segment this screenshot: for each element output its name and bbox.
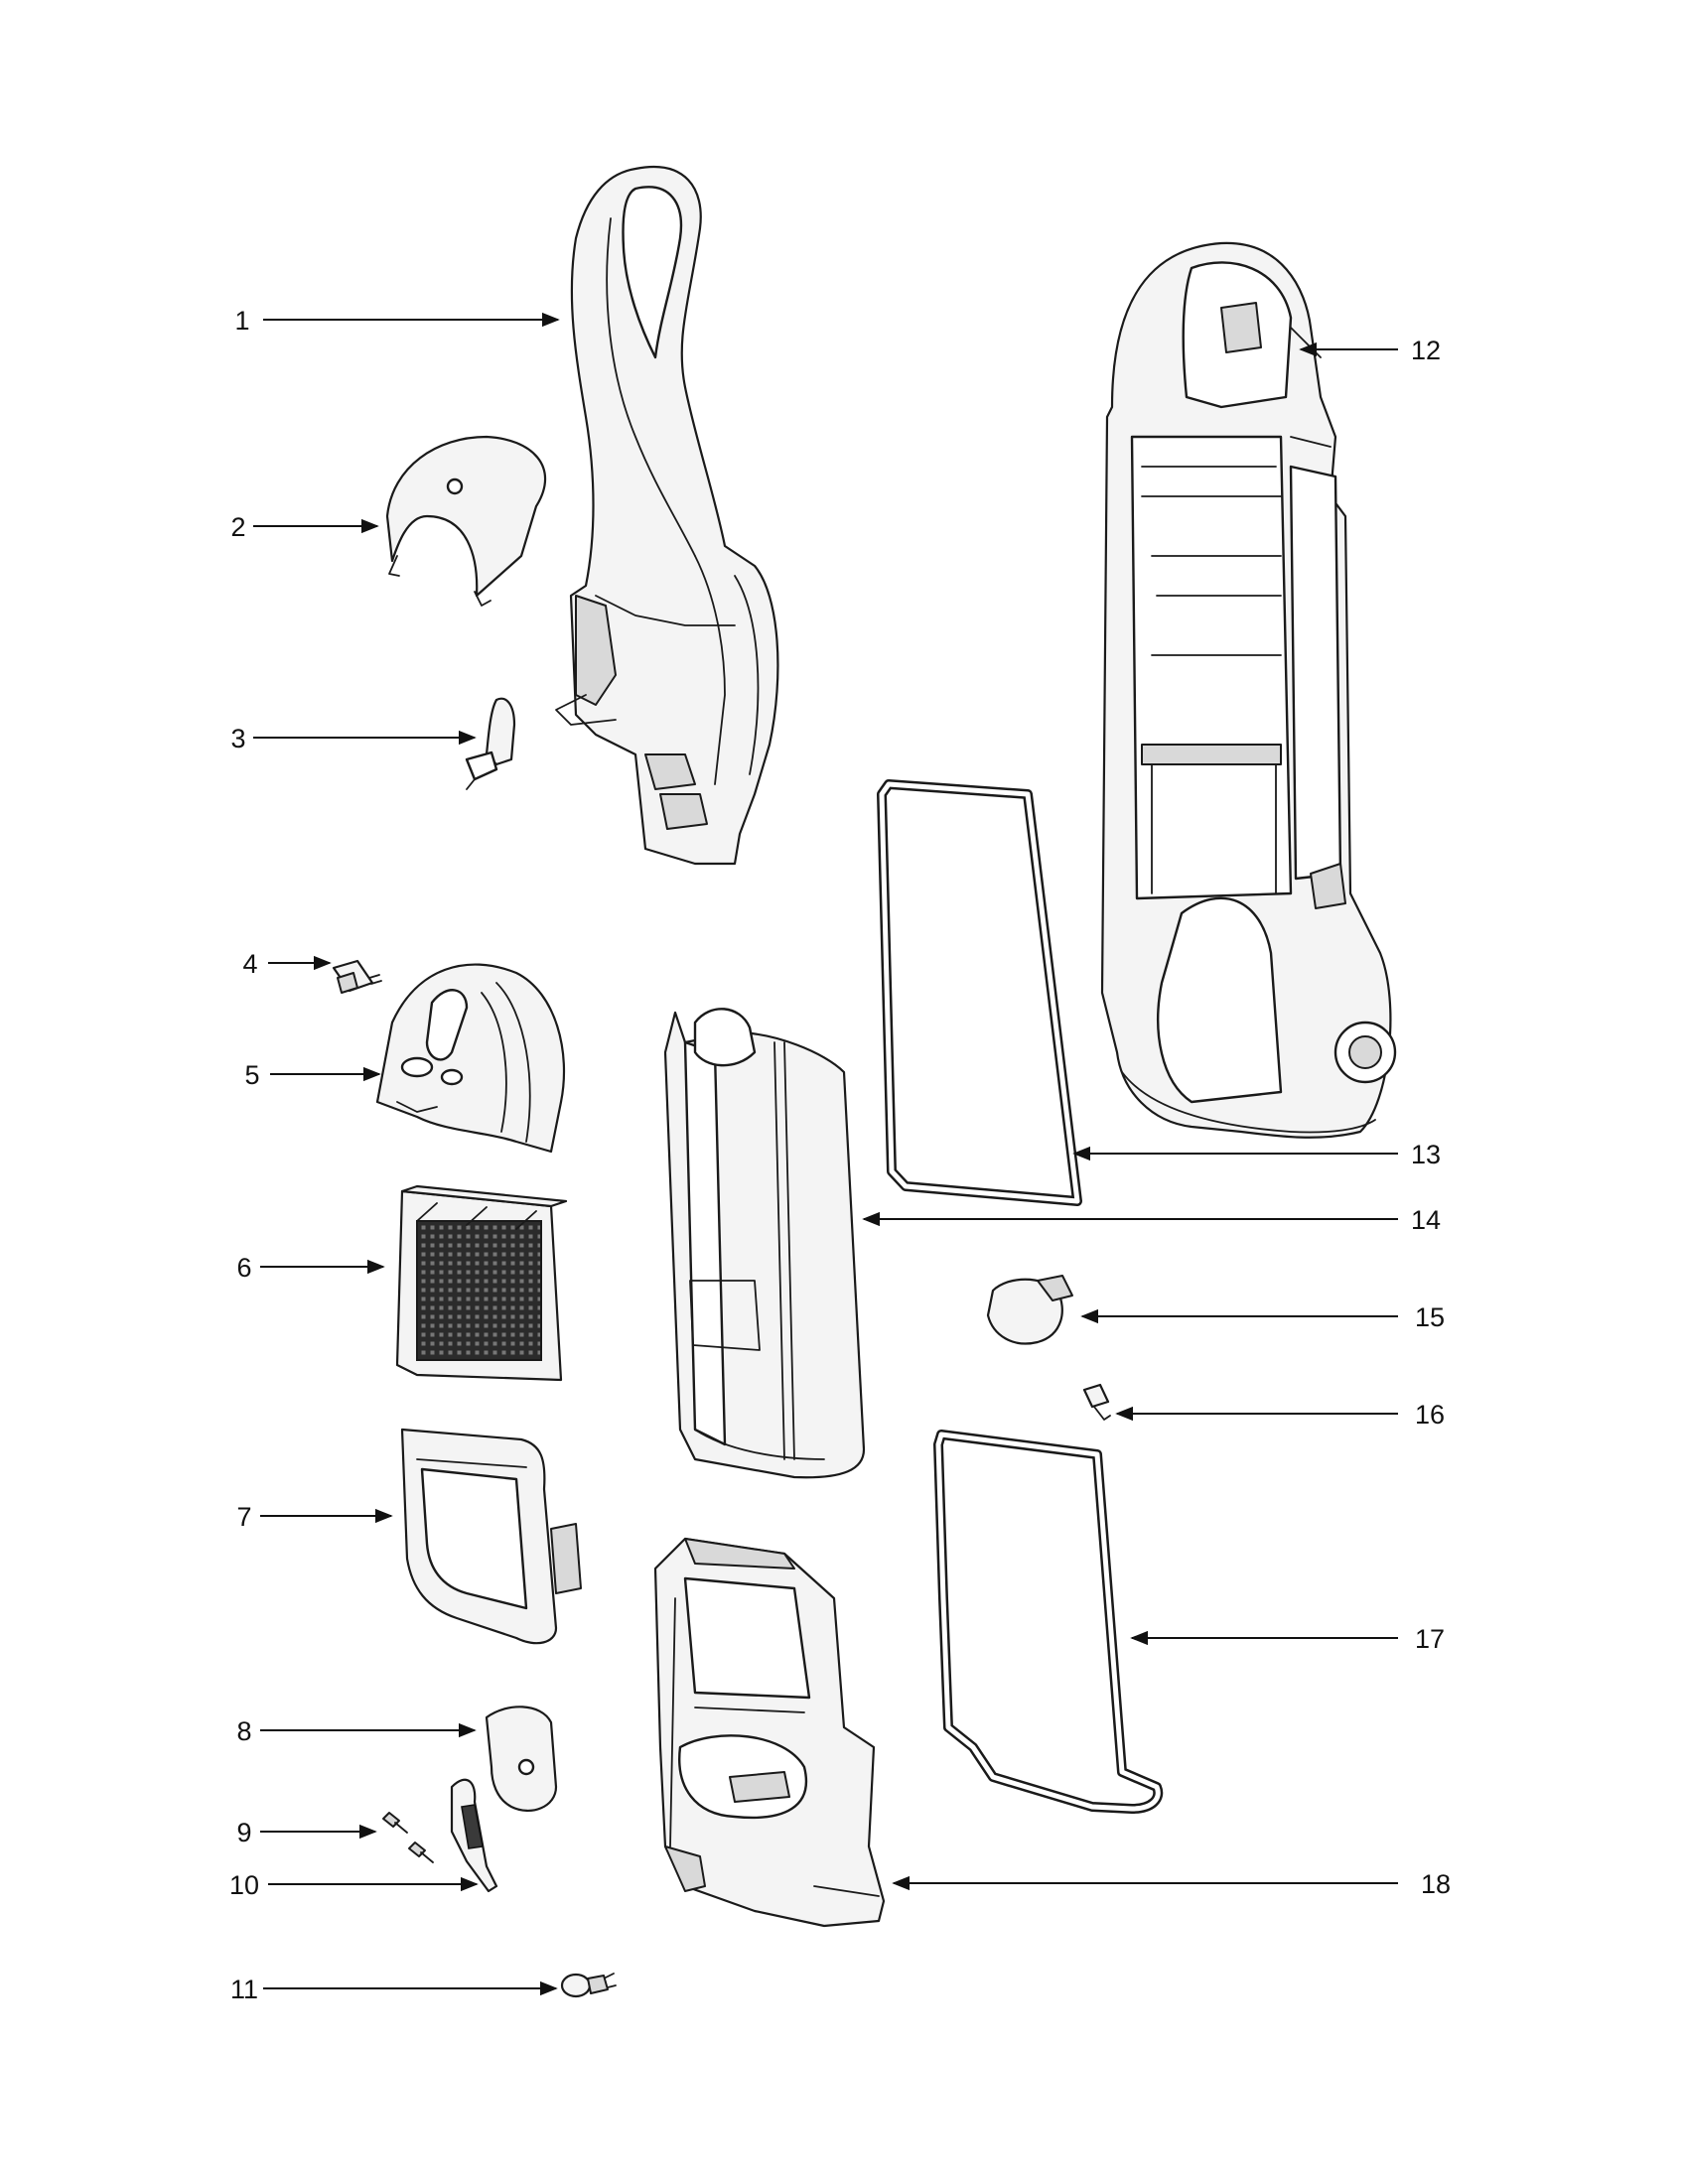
callout-2: 2 (230, 512, 245, 542)
part-13-gasket (877, 779, 1082, 1206)
callout-15: 15 (1415, 1302, 1445, 1332)
callout-7: 7 (236, 1502, 251, 1532)
part-6-filter (395, 1184, 568, 1382)
part-1-handle (555, 166, 779, 866)
part-16-clip (1082, 1383, 1111, 1421)
part-17-seal (933, 1430, 1164, 1814)
callout-11: 11 (230, 1975, 258, 2004)
part-7-frame (400, 1428, 582, 1645)
part-3-latch (465, 697, 516, 790)
part-12-housing (1100, 241, 1397, 1139)
callout-13: 13 (1411, 1140, 1441, 1169)
callout-16: 16 (1415, 1400, 1445, 1430)
callout-8: 8 (236, 1716, 251, 1746)
callout-6: 6 (236, 1253, 251, 1283)
part-14-panel (663, 1008, 866, 1479)
callout-17: 17 (1415, 1624, 1445, 1654)
callout-1: 1 (234, 306, 249, 336)
part-2-cover (385, 435, 547, 607)
part-5-side-cover (375, 963, 566, 1154)
callout-18: 18 (1421, 1869, 1451, 1899)
part-4-switch (332, 959, 382, 994)
callout-labels: 1 2 3 4 5 6 7 8 9 10 11 12 13 14 15 16 1… (229, 306, 1451, 2004)
part-15-button (986, 1275, 1073, 1345)
callout-10: 10 (229, 1870, 259, 1900)
part-10-pedal (450, 1778, 498, 1893)
leader-lines (253, 312, 1398, 1996)
part-8-cap (485, 1706, 558, 1812)
part-11-bulb (560, 1973, 617, 1998)
callout-14: 14 (1411, 1205, 1441, 1235)
callout-5: 5 (244, 1060, 259, 1090)
part-18-lower-housing (653, 1537, 886, 1928)
callout-12: 12 (1411, 336, 1441, 365)
part-9-screws (382, 1812, 434, 1863)
callout-3: 3 (230, 724, 245, 753)
callout-4: 4 (242, 949, 257, 979)
callout-9: 9 (236, 1818, 251, 1847)
